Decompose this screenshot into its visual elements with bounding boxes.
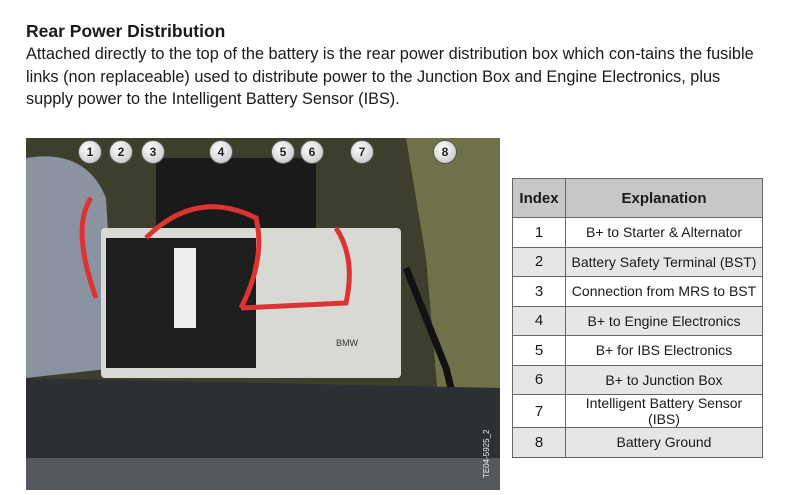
- row-index: 2: [512, 246, 566, 277]
- row-index: 3: [512, 276, 566, 307]
- row-index: 7: [512, 394, 566, 428]
- row-index: 4: [512, 305, 566, 336]
- callout-1: 1: [78, 140, 102, 164]
- row-index: 5: [512, 335, 566, 366]
- row-index: 1: [512, 217, 566, 248]
- header-index: Index: [512, 178, 566, 218]
- row-explanation: B+ to Junction Box: [565, 364, 763, 395]
- battery-photo: BMW 1 2 3 4 5 6 7 8: [26, 138, 500, 490]
- section-title: Rear Power Distribution: [26, 21, 226, 41]
- callout-7: 7: [350, 140, 374, 164]
- row-explanation: B+ to Starter & Alternator: [565, 217, 763, 248]
- header-explanation: Explanation: [565, 178, 763, 218]
- row-index: 6: [512, 364, 566, 395]
- callout-5: 5: [271, 140, 295, 164]
- row-explanation: Battery Safety Terminal (BST): [565, 246, 763, 277]
- row-explanation: B+ for IBS Electronics: [565, 335, 763, 366]
- section-paragraph: Attached directly to the top of the batt…: [26, 45, 754, 108]
- battery-brand-label: BMW: [336, 338, 359, 348]
- row-explanation: Intelligent Battery Sensor (IBS): [565, 394, 763, 428]
- callout-4: 4: [209, 140, 233, 164]
- figure-id: TE04-5925_2: [482, 429, 491, 478]
- row-index: 8: [512, 427, 566, 458]
- callout-3: 3: [141, 140, 165, 164]
- callout-6: 6: [300, 140, 324, 164]
- callout-8: 8: [433, 140, 457, 164]
- callout-2: 2: [109, 140, 133, 164]
- row-explanation: B+ to Engine Electronics: [565, 305, 763, 336]
- battery-photo-illustration: BMW: [26, 138, 500, 490]
- row-explanation: Connection from MRS to BST: [565, 276, 763, 307]
- row-explanation: Battery Ground: [565, 427, 763, 458]
